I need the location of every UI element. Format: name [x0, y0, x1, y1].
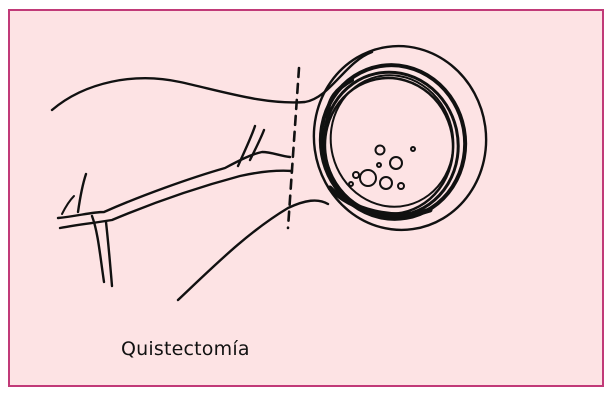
bile-duct-left-stub [78, 174, 86, 212]
figure-caption: Quistectomía [121, 338, 250, 360]
bile-duct-left-branch [92, 216, 104, 282]
bile-duct-left-branch-2 [106, 222, 112, 286]
bile-duct-upper [58, 152, 290, 218]
daughter-vesicles [349, 146, 415, 190]
bile-duct-left-stub-2 [62, 196, 74, 214]
liver-upper-contour [52, 52, 372, 110]
liver-lower-contour [178, 201, 328, 300]
bile-duct-branch-up [238, 126, 255, 166]
bile-duct-lower [60, 171, 292, 228]
